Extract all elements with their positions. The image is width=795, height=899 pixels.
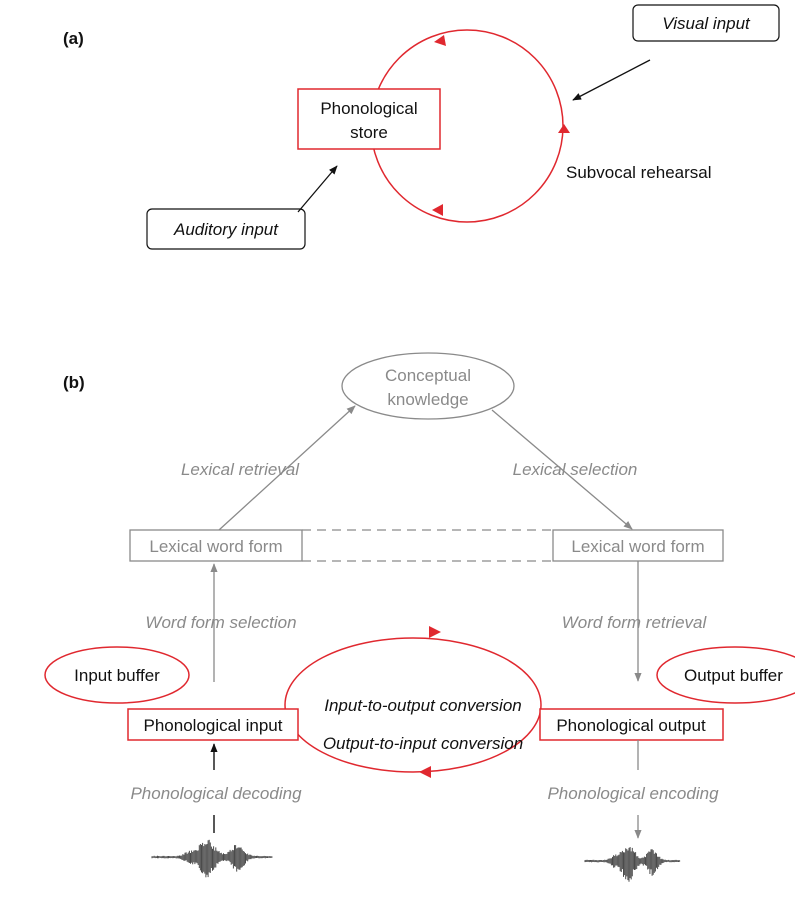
concept-line2: knowledge xyxy=(387,390,468,409)
conceptual-knowledge-ellipse xyxy=(341,352,515,420)
loop-arrowhead-bottom xyxy=(432,204,443,216)
phonological-output-box xyxy=(539,708,724,741)
auditory-input-label: Auditory input xyxy=(173,220,279,239)
input-to-output-label: Input-to-output conversion xyxy=(324,696,522,715)
output-buffer-label: Output buffer xyxy=(684,666,783,685)
word-form-right-label: Lexical word form xyxy=(571,537,704,556)
visual-input-box xyxy=(632,4,780,42)
lexical-selection-arrow xyxy=(491,409,633,530)
lexical-selection-label: Lexical selection xyxy=(513,460,638,479)
conversion-arrowhead-top xyxy=(429,626,441,638)
phonological-input-label: Phonological input xyxy=(144,716,283,735)
loop-arrowhead-top xyxy=(434,35,446,46)
conversion-arrowhead-bottom xyxy=(419,766,431,778)
speech-waveform-right xyxy=(584,847,681,882)
input-buffer-ellipse xyxy=(44,646,190,704)
phonological-output-label: Phonological output xyxy=(556,716,706,735)
lexical-retrieval-label: Lexical retrieval xyxy=(181,460,300,479)
conversion-loop xyxy=(284,637,542,773)
phonological-input-box xyxy=(127,708,299,741)
word-form-left-label: Lexical word form xyxy=(149,537,282,556)
lexical-retrieval-arrow xyxy=(218,405,356,531)
panel-a-label: (a) xyxy=(63,29,84,48)
store-line2: store xyxy=(350,123,388,142)
concept-line1: Conceptual xyxy=(385,366,471,385)
speech-waveform-left xyxy=(151,839,273,878)
input-buffer-label: Input buffer xyxy=(74,666,160,685)
encoding-label: Phonological encoding xyxy=(547,784,719,803)
panel-b: (b) Conceptual knowledge Lexical retriev… xyxy=(44,352,795,882)
auditory-input-box xyxy=(146,208,306,250)
rehearsal-label: Subvocal rehearsal xyxy=(566,163,712,182)
word-form-selection-label: Word form selection xyxy=(145,613,296,632)
panel-a: (a) Phonological store Visual input Audi… xyxy=(63,4,780,250)
phonological-store-box xyxy=(297,88,441,150)
decoding-label: Phonological decoding xyxy=(130,784,302,803)
word-form-left-box xyxy=(129,529,303,562)
output-to-input-label: Output-to-input conversion xyxy=(323,734,523,753)
visual-input-label: Visual input xyxy=(662,14,751,33)
output-buffer-ellipse xyxy=(656,646,795,704)
visual-input-arrow xyxy=(572,59,651,101)
store-line1: Phonological xyxy=(320,99,417,118)
word-form-retrieval-label: Word form retrieval xyxy=(562,613,708,632)
auditory-input-arrow xyxy=(297,165,338,213)
loop-arrowhead-right xyxy=(558,124,570,133)
word-form-right-box xyxy=(552,529,724,562)
panel-b-label: (b) xyxy=(63,373,85,392)
